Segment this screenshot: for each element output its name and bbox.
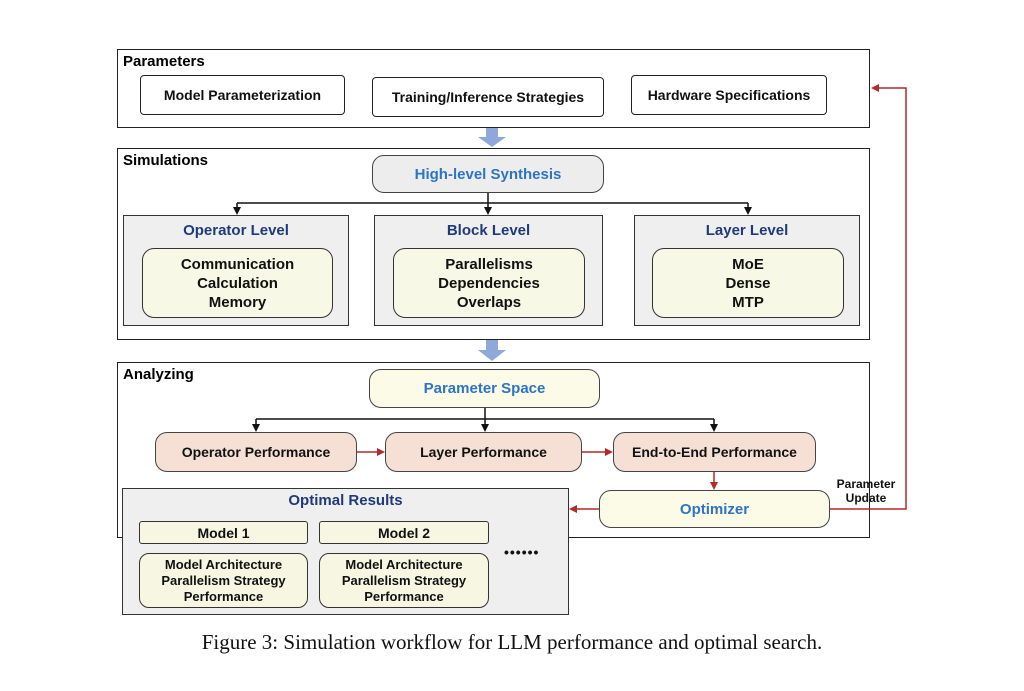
layer-performance-box: Layer Performance	[385, 432, 582, 472]
parameter-update-feedback-connector	[830, 84, 907, 510]
flow-arrow-simulations-to-analyzing	[478, 340, 506, 361]
model-1-header: Model 1	[139, 521, 308, 544]
parameter-space-box: Parameter Space	[369, 369, 600, 408]
block-item: Overlaps	[456, 293, 522, 311]
operator-level-title: Operator Level	[183, 222, 289, 239]
figure-caption: Figure 3: Simulation workflow for LLM pe…	[201, 630, 823, 654]
operator-item: Memory	[208, 293, 267, 311]
update-label-line: Update	[845, 491, 887, 505]
block-item: Dependencies	[438, 274, 540, 292]
parameter-space-fanout-connector	[252, 408, 718, 432]
operator-performance-box: Operator Performance	[155, 432, 357, 472]
model-1-detail: Parallelism Strategy	[161, 572, 286, 588]
optimal-results-title: Optimal Results	[288, 492, 403, 509]
block-item: Parallelisms	[445, 255, 533, 273]
layer-item: Dense	[725, 274, 771, 292]
operator-item: Calculation	[197, 274, 278, 292]
block-level-title: Block Level	[446, 222, 531, 239]
model-1-details: Model Architecture Parallelism Strategy …	[139, 553, 308, 608]
layer-level-title: Layer Level	[705, 222, 789, 239]
layer-item: MTP	[732, 293, 764, 311]
model-2-detail: Parallelism Strategy	[341, 572, 467, 588]
flow-arrow-parameters-to-simulations	[478, 128, 506, 147]
model-2-detail: Model Architecture	[345, 556, 463, 572]
model-2-header: Model 2	[319, 521, 489, 544]
update-label-line: Parameter	[836, 477, 896, 491]
parameters-title: Parameters	[123, 53, 205, 70]
high-level-synthesis-box: High-level Synthesis	[372, 155, 604, 193]
optimizer-box: Optimizer	[599, 490, 830, 528]
model-2-detail: Performance	[364, 588, 444, 604]
layer-level-items: MoE Dense MTP	[652, 248, 844, 318]
block-level-items: Parallelisms Dependencies Overlaps	[393, 248, 585, 318]
operator-item: Communication	[180, 255, 295, 273]
performance-chain-connector	[357, 448, 718, 513]
training-inference-strategies-box: Training/Inference Strategies	[372, 77, 604, 117]
operator-level-items: Communication Calculation Memory	[142, 248, 333, 318]
model-1-detail: Model Architecture	[164, 556, 283, 572]
simulations-title: Simulations	[123, 152, 209, 169]
hardware-specifications-box: Hardware Specifications	[631, 75, 827, 115]
model-parameterization-box: Model Parameterization	[140, 75, 345, 115]
analyzing-title: Analyzing	[123, 366, 194, 383]
model-1-detail: Performance	[183, 588, 264, 604]
model-2-details: Model Architecture Parallelism Strategy …	[319, 553, 489, 608]
end-to-end-performance-box: End-to-End Performance	[613, 432, 816, 472]
synthesis-fanout-connector	[233, 193, 752, 215]
layer-item: MoE	[732, 255, 764, 273]
parameter-update-label: Parameter Update	[826, 477, 906, 505]
more-results-ellipsis: ••••••	[504, 544, 540, 560]
